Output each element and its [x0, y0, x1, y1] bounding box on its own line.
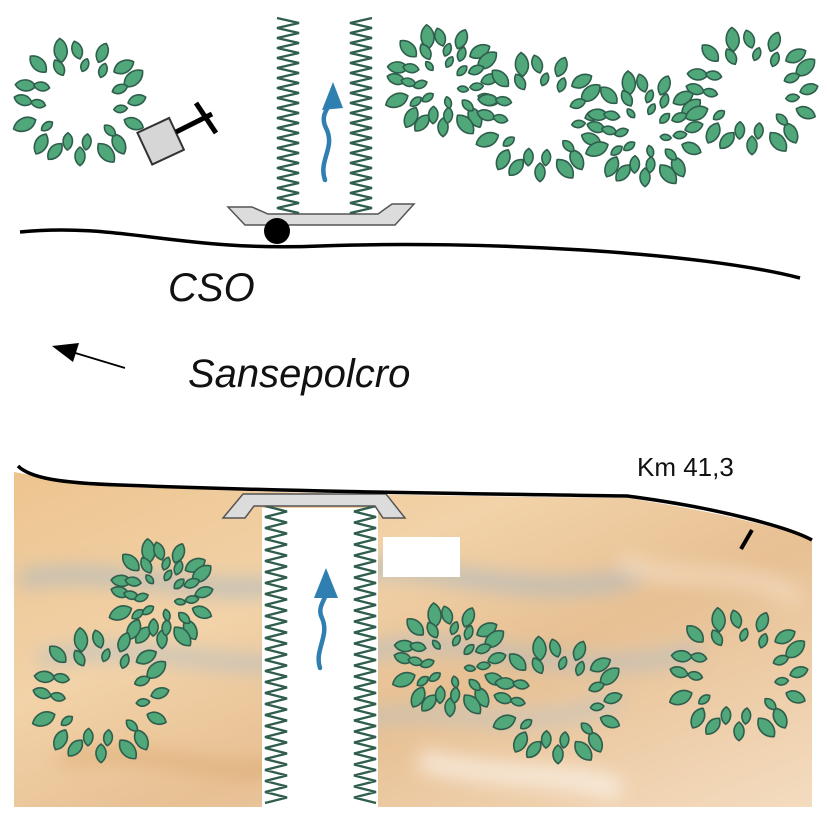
flow-arrow-head	[314, 568, 338, 598]
river-channel-bottom	[262, 504, 378, 808]
site-code-label: CSO	[168, 266, 255, 310]
top-panel	[12, 16, 819, 280]
signpost-icon	[136, 101, 219, 166]
direction-arrow-icon	[52, 343, 126, 369]
road-top	[19, 228, 801, 280]
river-bank-right	[349, 16, 373, 220]
kilometer-tick	[739, 528, 754, 551]
river-bank-left	[276, 16, 300, 220]
tree-cluster-icon	[31, 626, 170, 764]
flow-arrow-head	[322, 82, 343, 110]
kilometer-marker-label: Km 41,3	[637, 452, 734, 482]
river-channel-top	[274, 16, 374, 220]
river-bank-right	[353, 504, 377, 805]
blank-label-box	[383, 537, 460, 577]
tree-cluster-icon	[475, 51, 604, 183]
tree-cluster-icon	[384, 23, 500, 138]
tree-cluster-icon	[12, 37, 147, 167]
tree-cluster-icon	[108, 537, 214, 650]
direction-town-label: Sansepolcro	[188, 352, 411, 396]
tree-cluster-icon	[684, 26, 819, 156]
bridge-bottom	[221, 493, 407, 519]
river-bank-left	[264, 504, 288, 805]
tree-cluster-icon	[492, 635, 623, 765]
tree-cluster-icon	[585, 70, 704, 188]
road-bottom	[16, 464, 813, 542]
tree-cluster-icon	[668, 606, 809, 742]
bottom-panel	[14, 464, 813, 808]
sampling-station-dot-icon	[264, 218, 290, 244]
tree-cluster-icon	[391, 602, 507, 718]
